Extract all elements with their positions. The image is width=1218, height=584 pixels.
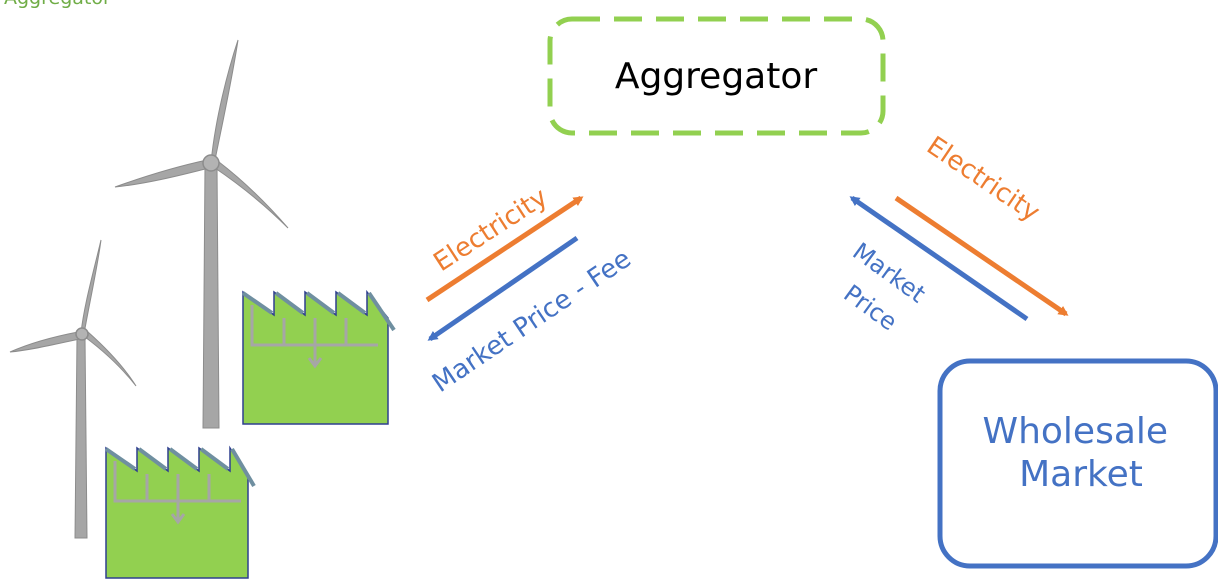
- svg-text:Wholesale Market: Wholesale Market: [982, 411, 1179, 495]
- wind-turbine-icon: [114, 39, 289, 429]
- wind-turbine-icon: [9, 239, 137, 539]
- electricity-arrow-right: [894, 195, 1069, 317]
- price-fee-arrow-left: [427, 235, 579, 342]
- electricity-arrow-left: [425, 195, 584, 303]
- aggregator-label: Aggregator: [615, 56, 818, 97]
- factory-solar-icon: [241, 289, 396, 425]
- market-price-arrow-right: [849, 195, 1029, 322]
- page-title: Aggregator: [4, 0, 111, 9]
- market-label-line1: Wholesale: [982, 411, 1168, 452]
- market-label-line2: Market: [1019, 454, 1143, 495]
- factory-solar-icon: [104, 445, 256, 579]
- aggregator-node: Aggregator: [547, 16, 886, 136]
- wholesale-market-node: Wholesale Market: [937, 358, 1218, 569]
- electricity-label-right: Electricity: [921, 131, 1045, 228]
